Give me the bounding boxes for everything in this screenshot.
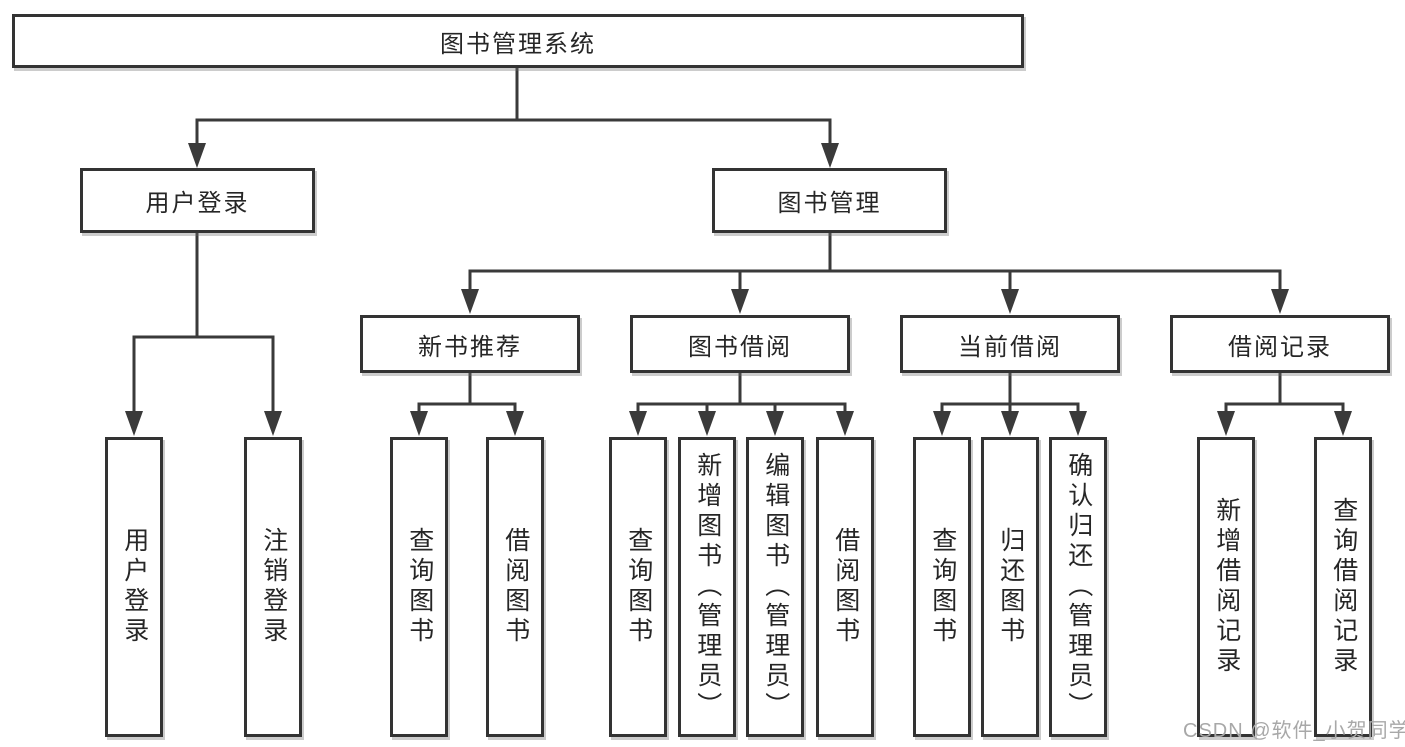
leaf-add-book-admin: 新增图书（管理员） (678, 437, 736, 737)
leaf-label: 借阅图书 (831, 527, 860, 647)
node-label: 新书推荐 (418, 333, 522, 361)
leaf-label: 归还图书 (996, 527, 1025, 647)
node-user-login: 用户登录 (80, 168, 315, 233)
leaf-label: 查询图书 (405, 527, 434, 647)
node-label: 当前借阅 (958, 333, 1062, 361)
leaf-logout: 注销登录 (244, 437, 302, 737)
node-new-book-recommendation: 新书推荐 (360, 315, 580, 373)
leaf-query-books-recommend: 查询图书 (390, 437, 448, 737)
leaf-label: 查询图书 (928, 527, 957, 647)
node-label: 用户登录 (145, 190, 250, 217)
connector-wires (132, 66, 1345, 416)
leaf-borrow-books-recommend: 借阅图书 (486, 437, 544, 737)
leaf-label: 查询图书 (624, 527, 653, 647)
leaf-return-books: 归还图书 (981, 437, 1039, 737)
node-borrowing-records: 借阅记录 (1170, 315, 1390, 373)
node-current-borrowing: 当前借阅 (900, 315, 1120, 373)
leaf-query-borrow-record: 查询借阅记录 (1314, 437, 1372, 737)
arrowhead-icons (125, 143, 1352, 436)
leaf-edit-book-admin: 编辑图书（管理员） (746, 437, 804, 737)
leaf-label: 新增借阅记录 (1212, 497, 1241, 677)
leaf-label: 查询借阅记录 (1329, 497, 1358, 677)
node-label: 图书管理系统 (440, 30, 596, 58)
leaf-confirm-return-admin: 确认归还（管理员） (1049, 437, 1107, 737)
node-book-borrowing: 图书借阅 (630, 315, 850, 373)
leaf-query-books-current: 查询图书 (913, 437, 971, 737)
node-label: 图书借阅 (688, 333, 792, 361)
node-label: 借阅记录 (1228, 333, 1332, 361)
leaf-label: 编辑图书（管理员） (761, 452, 790, 722)
leaf-label: 确认归还（管理员） (1064, 452, 1093, 722)
node-label: 图书管理 (777, 190, 882, 217)
leaf-user-login: 用户登录 (105, 437, 163, 737)
leaf-query-books-borrowing: 查询图书 (609, 437, 667, 737)
node-book-management: 图书管理 (712, 168, 947, 233)
node-library-management-system: 图书管理系统 (12, 14, 1024, 68)
leaf-add-borrow-record: 新增借阅记录 (1197, 437, 1255, 737)
csdn-watermark: CSDN @软件_小贺同学 (1183, 720, 1405, 742)
leaf-label: 用户登录 (120, 527, 149, 647)
leaf-label: 借阅图书 (501, 527, 530, 647)
leaf-borrow-books-borrowing: 借阅图书 (816, 437, 874, 737)
leaf-label: 注销登录 (259, 527, 288, 647)
leaf-label: 新增图书（管理员） (693, 452, 722, 722)
